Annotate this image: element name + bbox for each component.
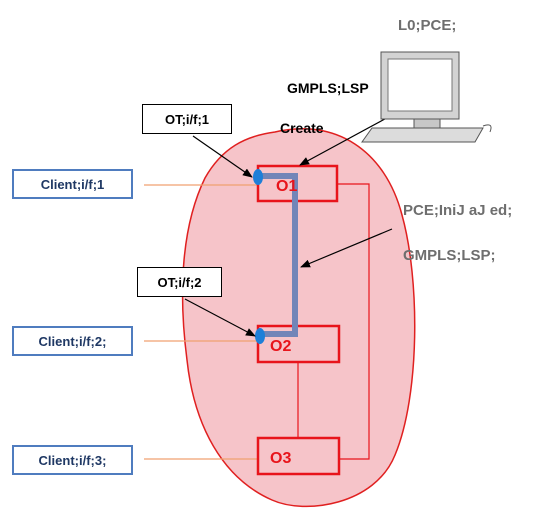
arrow-pce-create (299, 113, 395, 166)
pce-initiated-line2: GMPLS;LSP; (403, 247, 496, 264)
client-interface-3: Client;i/f;3; (12, 445, 133, 475)
node-o2-label: O2 (270, 338, 292, 355)
pce-initiated-line1: PCE;IniJ aJ ed; (403, 202, 513, 219)
arrow-ot-2 (184, 298, 256, 337)
create-label-line1: GMPLS;LSP (287, 80, 369, 96)
arrow-pce-initiated (300, 228, 393, 268)
ot-interface-2: OT;i/f;2 (137, 267, 222, 297)
arrow-ot-1 (192, 135, 253, 178)
pce-label: L0;PCE; (398, 17, 457, 34)
client-interface-2: Client;i/f;2; (12, 326, 133, 356)
node-o2 (256, 324, 341, 364)
node-o3 (256, 436, 341, 476)
client-interface-1: Client;i/f;1 (12, 169, 133, 199)
lsp-path (261, 173, 298, 337)
optical-domain (181, 128, 416, 508)
create-label-line2: Create (280, 120, 324, 136)
node-o3-label: O3 (270, 450, 292, 467)
ot-interface-1: OT;i/f;1 (142, 104, 232, 134)
endpoint-dot-2 (255, 328, 265, 344)
node-o1-label: O1 (276, 178, 298, 195)
fiber-link-o1-o3 (337, 183, 370, 460)
endpoint-dot-1 (253, 169, 263, 185)
computer-icon (361, 51, 492, 143)
